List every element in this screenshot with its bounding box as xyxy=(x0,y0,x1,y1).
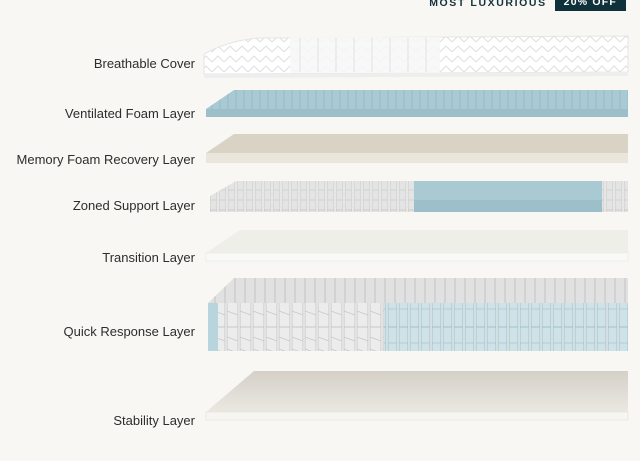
stability-layer-illustration xyxy=(205,371,629,421)
ventilated-foam-illustration xyxy=(206,90,628,117)
quick-response-illustration xyxy=(208,278,628,351)
transition-layer-illustration xyxy=(205,230,629,262)
layer-label-memory-foam-recovery: Memory Foam Recovery Layer xyxy=(16,152,195,167)
layer-label-quick-response: Quick Response Layer xyxy=(63,324,195,339)
memory-foam-illustration xyxy=(206,134,628,163)
tier-badge-row: MOST LUXURIOUS 20% OFF xyxy=(429,0,626,11)
layer-label-transition: Transition Layer xyxy=(102,250,195,265)
discount-badge: 20% OFF xyxy=(554,0,626,11)
breathable-cover-illustration xyxy=(203,35,629,78)
layer-label-zoned-support: Zoned Support Layer xyxy=(72,198,195,213)
layer-label-ventilated-foam: Ventilated Foam Layer xyxy=(64,106,195,121)
zoned-support-illustration xyxy=(210,181,628,212)
layer-label-stability: Stability Layer xyxy=(113,413,195,428)
layer-label-breathable-cover: Breathable Cover xyxy=(93,56,195,71)
tier-label: MOST LUXURIOUS xyxy=(429,0,547,9)
